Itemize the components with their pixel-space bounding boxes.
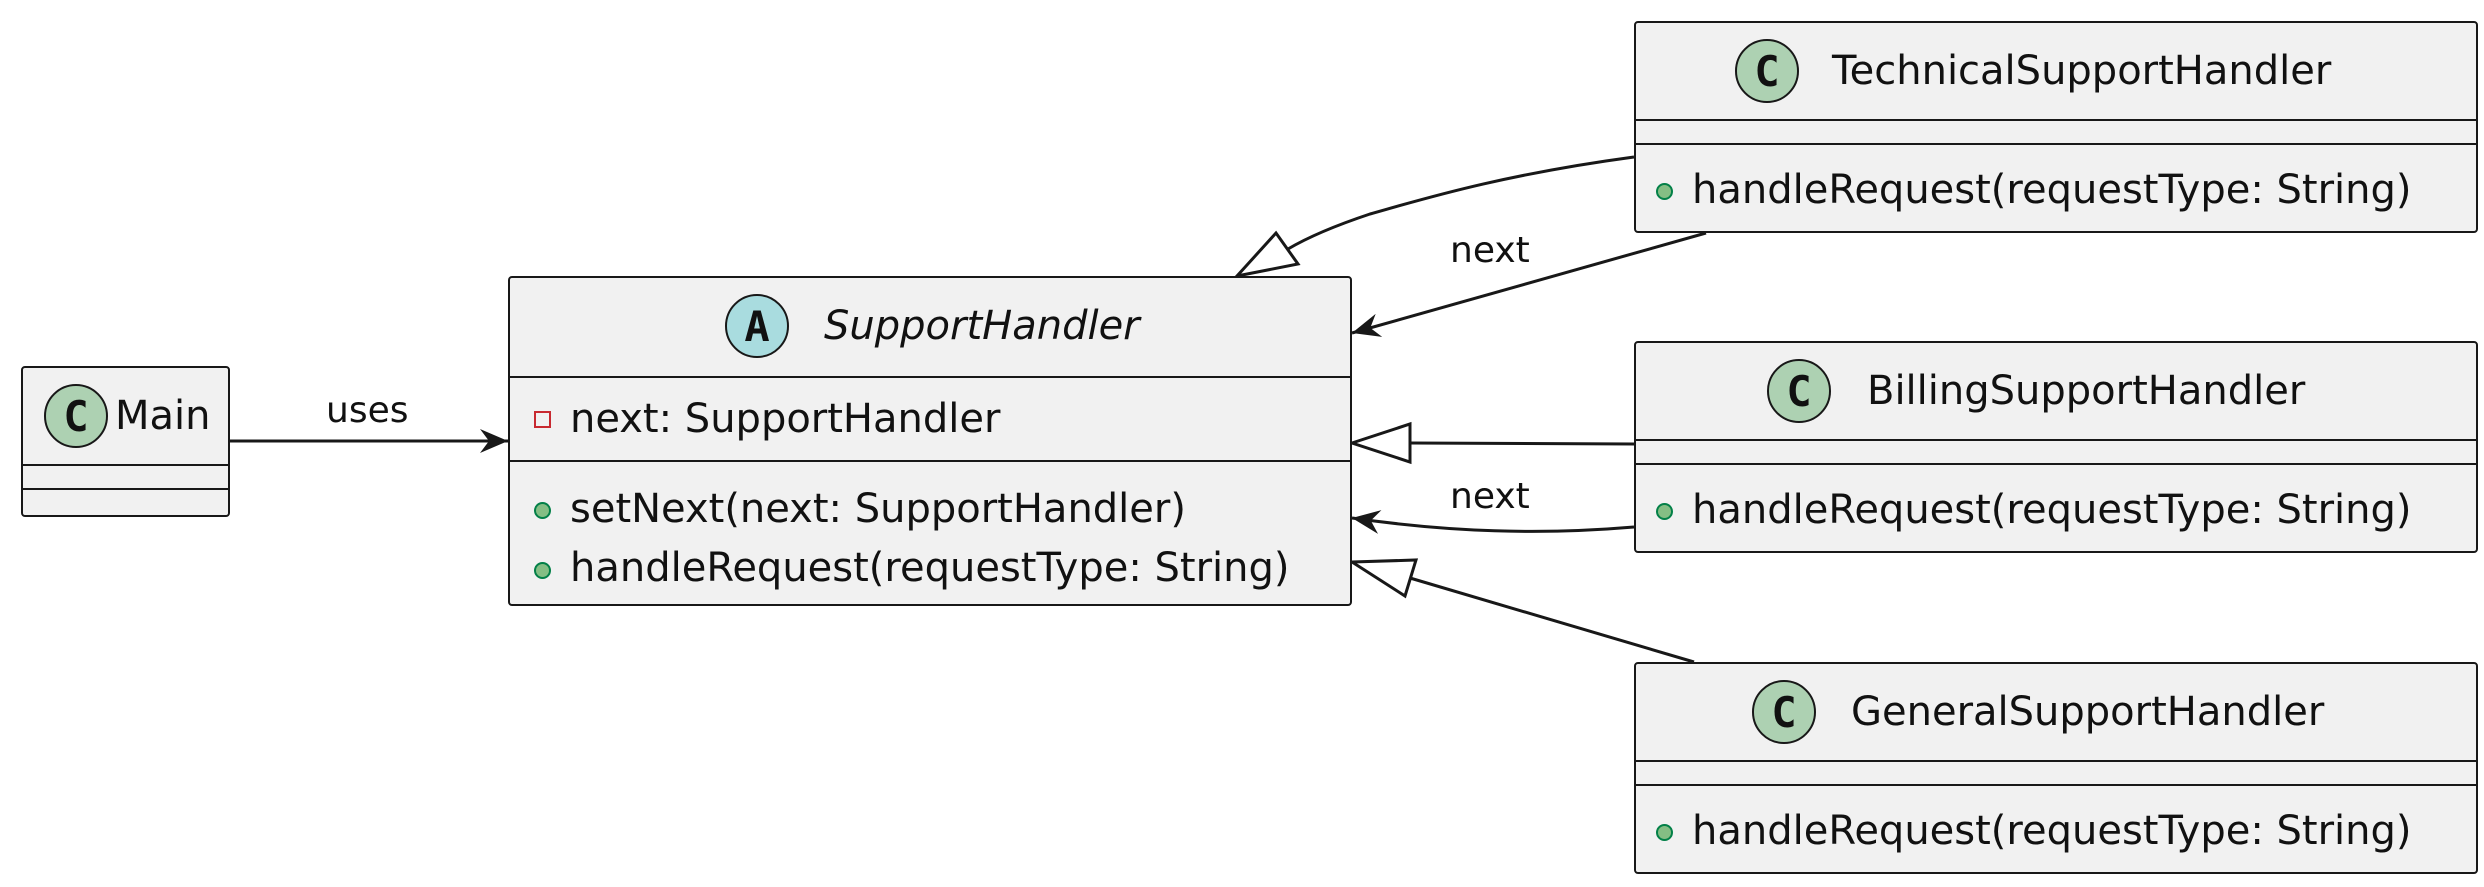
method-handle-request: handleRequest(requestType: String) [1692,167,2412,213]
technical-inherits-support [1287,155,1635,251]
uses-label: uses [326,390,409,431]
billing-next-label: next [1450,476,1530,517]
class-technical-support-handler-methods: handleRequest(requestType: String) [1636,145,2476,231]
class-support-handler-methods: setNext(next: SupportHandler) handleRequ… [510,462,1350,604]
method-handle-request: handleRequest(requestType: String) [570,545,1290,591]
method-set-next: setNext(next: SupportHandler) [570,486,1186,532]
technical-next-label: next [1450,230,1530,271]
class-icon: C [1767,359,1831,423]
class-name: GeneralSupportHandler [1851,689,2325,735]
class-icon: C [44,384,108,448]
method-handle-request: handleRequest(requestType: String) [1692,487,2412,533]
class-main-methods [23,490,228,515]
billing-generalization-arrowhead [1347,421,1412,465]
class-technical-support-handler-fields [1636,121,2476,145]
class-general-support-handler-header: C GeneralSupportHandler [1636,664,2476,762]
class-name: SupportHandler [824,303,1140,349]
public-visibility-icon [1656,503,1673,520]
class-billing-support-handler-header: C BillingSupportHandler [1636,343,2476,441]
method-handle-request: handleRequest(requestType: String) [1692,808,2412,854]
public-visibility-icon [534,562,551,579]
general-generalization-arrowhead [1347,558,1419,599]
class-support-handler-fields: next: SupportHandler [510,378,1350,462]
private-visibility-icon [534,411,551,428]
class-technical-support-handler-header: C TechnicalSupportHandler [1636,23,2476,121]
technical-generalization-arrowhead [1232,230,1301,279]
class-billing-support-handler-methods: handleRequest(requestType: String) [1636,465,2476,551]
class-general-support-handler-methods: handleRequest(requestType: String) [1636,786,2476,872]
general-inherits-support [1409,576,1695,664]
abstract-class-icon: A [725,294,789,358]
class-icon: C [1752,680,1816,744]
class-support-handler[interactable]: A SupportHandler next: SupportHandler se… [508,276,1352,606]
class-technical-support-handler[interactable]: C TechnicalSupportHandler handleRequest(… [1634,21,2478,233]
class-billing-support-handler-fields [1636,441,2476,465]
class-main[interactable]: C Main [21,366,230,517]
class-main-header: C Main [23,368,228,466]
billing-next-association [1351,510,1635,534]
class-general-support-handler-fields [1636,762,2476,786]
class-support-handler-header: A SupportHandler [510,278,1350,378]
class-icon: C [1735,39,1799,103]
field-next: next: SupportHandler [570,396,1001,442]
public-visibility-icon [534,502,551,519]
billing-inherits-support [1409,441,1635,446]
class-name: Main [115,393,211,439]
public-visibility-icon [1656,183,1673,200]
class-name: BillingSupportHandler [1867,368,2306,414]
class-main-fields [23,466,228,490]
technical-next-association [1351,231,1707,337]
class-billing-support-handler[interactable]: C BillingSupportHandler handleRequest(re… [1634,341,2478,553]
class-general-support-handler[interactable]: C GeneralSupportHandler handleRequest(re… [1634,662,2478,874]
class-name: TechnicalSupportHandler [1832,48,2332,94]
public-visibility-icon [1656,824,1673,841]
